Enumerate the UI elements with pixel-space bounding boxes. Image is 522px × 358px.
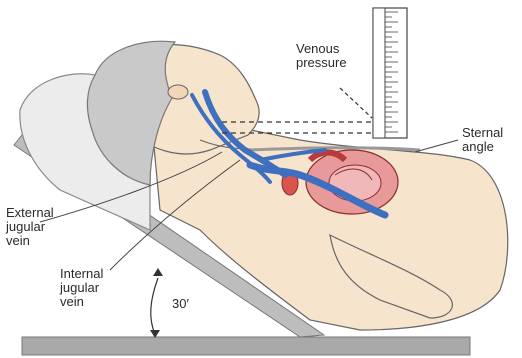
venous-pressure-label: Venous pressure — [296, 42, 347, 70]
sternal-angle-leader — [415, 140, 458, 152]
floor — [22, 337, 470, 355]
angle-arc — [151, 278, 158, 334]
angle-label: 30′ — [172, 296, 189, 311]
ear — [168, 85, 188, 99]
venous-pressure-leader — [340, 88, 372, 118]
heart-inner — [329, 165, 381, 201]
manometer-tube — [373, 8, 385, 138]
sternal-angle-label: Sternal angle — [462, 126, 503, 154]
external-jugular-vein-label: External jugular vein — [6, 206, 54, 248]
angle-arrow-top — [153, 268, 163, 276]
internal-jugular-vein-label: Internal jugular vein — [60, 267, 103, 309]
